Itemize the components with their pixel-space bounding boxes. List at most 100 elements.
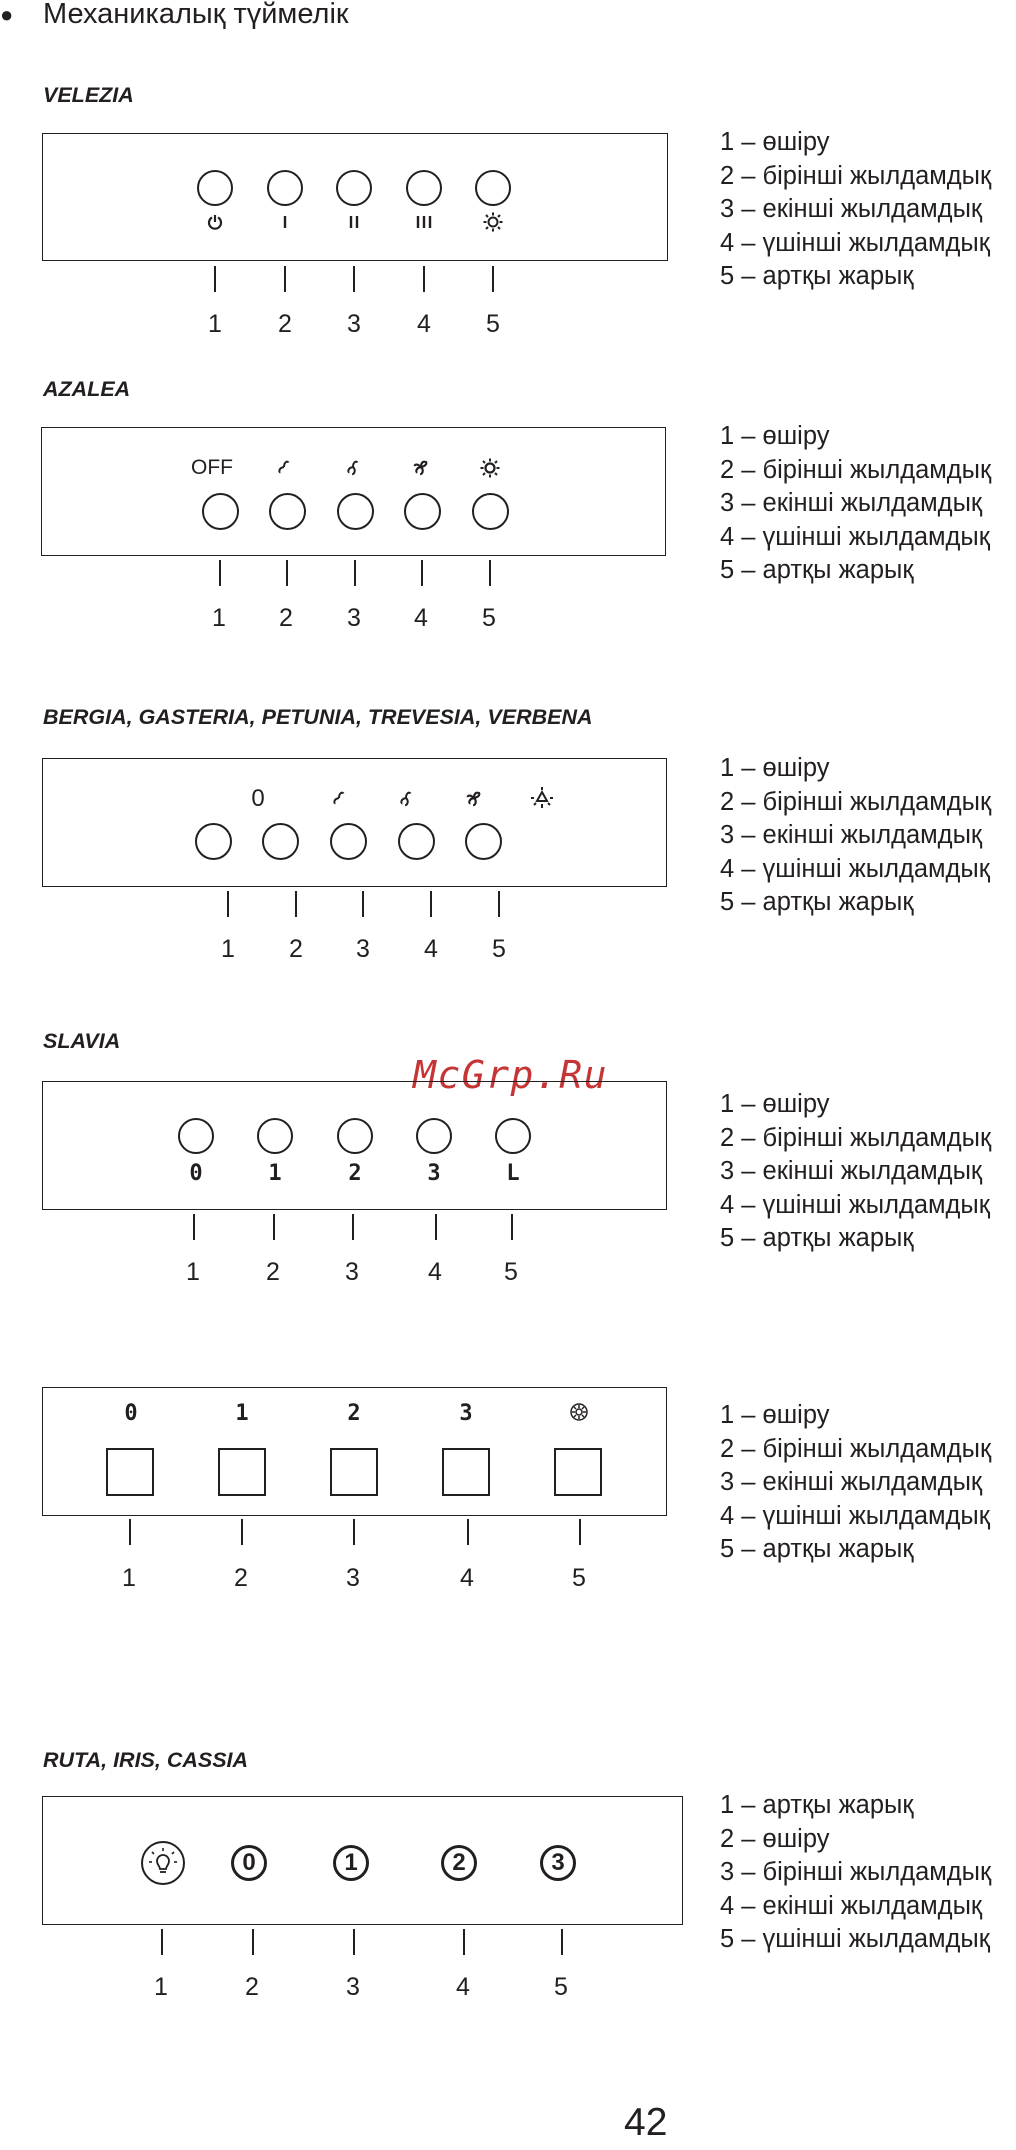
pointer-line xyxy=(353,1929,355,1955)
pointer-line xyxy=(354,560,356,586)
legend-item: 4 – үшінші жылдамдық xyxy=(720,854,990,883)
pointer-line xyxy=(498,891,500,917)
button-4[interactable] xyxy=(442,1448,490,1496)
legend-item: 2 – өшіру xyxy=(720,1824,830,1853)
button-label: 0 xyxy=(189,1161,203,1186)
button-3[interactable] xyxy=(337,1118,373,1154)
button-3[interactable] xyxy=(330,1448,378,1496)
button-2[interactable] xyxy=(218,1448,266,1496)
button-3[interactable] xyxy=(337,493,374,530)
legend-item: 4 – үшінші жылдамдық xyxy=(720,522,990,551)
button-speed-3[interactable]: 3 xyxy=(540,1845,576,1881)
legend-square: 1 – өшіру 2 – бірінші жылдамдық 3 – екін… xyxy=(720,1399,991,1567)
button-speed-1[interactable]: 1 xyxy=(333,1845,369,1881)
legend-item: 3 – екінші жылдамдық xyxy=(720,821,983,850)
bulb-button[interactable] xyxy=(141,1841,185,1885)
control-panel-bergia: 0 xyxy=(42,758,667,887)
legend-item: 1 – өшіру xyxy=(720,128,830,156)
legend-item: 5 – артқы жарық xyxy=(720,262,914,291)
pointer-line xyxy=(353,1519,355,1545)
callout-number: 5 xyxy=(504,1258,518,1286)
legend-item: 2 – бірінші жылдамдық xyxy=(720,455,992,484)
watermark: McGrp.Ru xyxy=(413,1053,609,1097)
button-5[interactable] xyxy=(554,1448,602,1496)
button-5[interactable] xyxy=(465,823,502,860)
pointer-line xyxy=(435,1214,437,1240)
button-label: 1 xyxy=(235,1401,249,1426)
page-number: 42 xyxy=(624,2101,668,2144)
button-3[interactable] xyxy=(336,170,372,206)
pointer-line xyxy=(284,266,286,292)
callout-number: 4 xyxy=(428,1258,442,1286)
legend-azalea: 1 – өшіру 2 – бірінші жылдамдық 3 – екін… xyxy=(720,420,991,588)
button-1[interactable] xyxy=(178,1118,214,1154)
callout-number: 3 xyxy=(356,935,370,963)
callout-number: 3 xyxy=(347,310,361,338)
button-label: L xyxy=(506,1161,520,1186)
pointer-line xyxy=(227,891,229,917)
legend-slavia: 1 – өшіру 2 – бірінші жылдамдық 3 – екін… xyxy=(720,1088,991,1256)
pointer-line xyxy=(129,1519,131,1545)
pointer-line xyxy=(489,560,491,586)
power-icon xyxy=(203,214,227,230)
callout-number: 2 xyxy=(279,604,293,632)
control-panel-square: 0 1 2 3 xyxy=(42,1387,667,1516)
button-4[interactable] xyxy=(406,170,442,206)
button-label: 0 xyxy=(124,1401,138,1426)
legend-item: 2 – бірінші жылдамдық xyxy=(720,161,992,190)
legend-item: 1 – өшіру xyxy=(720,422,830,450)
control-panel-azalea: OFF xyxy=(41,427,666,556)
button-4[interactable] xyxy=(404,493,441,530)
callout-number: 2 xyxy=(278,310,292,338)
button-off[interactable]: 0 xyxy=(231,1845,267,1881)
legend-bergia: 1 – өшіру 2 – бірінші жылдамдық 3 – екін… xyxy=(720,752,991,920)
callout-number: 3 xyxy=(346,1973,360,2001)
button-2[interactable] xyxy=(262,823,299,860)
pointer-line xyxy=(511,1214,513,1240)
button-2[interactable] xyxy=(267,170,303,206)
button-label: 2 xyxy=(347,1401,361,1426)
speed-3-icon xyxy=(412,214,436,230)
button-speed-2[interactable]: 2 xyxy=(441,1845,477,1881)
legend-item: 3 – екінші жылдамдық xyxy=(720,195,983,224)
callout-number: 4 xyxy=(456,1973,470,2001)
callout-number: 1 xyxy=(208,310,222,338)
button-5[interactable] xyxy=(475,170,511,206)
button-4[interactable] xyxy=(398,823,435,860)
pointer-line xyxy=(353,266,355,292)
callout-number: 3 xyxy=(345,1258,359,1286)
legend-item: 5 – артқы жарық xyxy=(720,888,914,917)
button-5[interactable] xyxy=(495,1118,531,1154)
fan-icon xyxy=(394,789,418,807)
button-1[interactable] xyxy=(195,823,232,860)
light-icon xyxy=(481,212,505,232)
section-title-azalea: AZALEA xyxy=(43,377,131,401)
pointer-line xyxy=(463,1929,465,1955)
legend-item: 1 – артқы жарық xyxy=(720,1791,914,1819)
legend-item: 3 – бірінші жылдамдық xyxy=(720,1858,992,1887)
button-1[interactable] xyxy=(202,493,239,530)
button-2[interactable] xyxy=(257,1118,293,1154)
button-4[interactable] xyxy=(416,1118,452,1154)
pointer-line xyxy=(273,1214,275,1240)
callout-number: 1 xyxy=(212,604,226,632)
legend-item: 1 – өшіру xyxy=(720,1401,830,1429)
speed-2-icon xyxy=(342,214,366,230)
button-2[interactable] xyxy=(269,493,306,530)
pointer-line xyxy=(352,1214,354,1240)
button-5[interactable] xyxy=(472,493,509,530)
section-title-velezia: VELEZIA xyxy=(43,83,134,107)
off-label: OFF xyxy=(191,456,233,479)
bullet: ● xyxy=(0,2,14,27)
fan-icon xyxy=(341,458,365,476)
fan-icon xyxy=(327,789,351,807)
callout-number: 4 xyxy=(460,1564,474,1592)
legend-item: 5 – артқы жарық xyxy=(720,1224,914,1253)
pointer-line xyxy=(561,1929,563,1955)
button-1[interactable] xyxy=(197,170,233,206)
button-label: 1 xyxy=(268,1161,282,1186)
button-3[interactable] xyxy=(330,823,367,860)
button-label: 2 xyxy=(348,1161,362,1186)
button-1[interactable] xyxy=(106,1448,154,1496)
bulb-icon xyxy=(149,1848,177,1873)
